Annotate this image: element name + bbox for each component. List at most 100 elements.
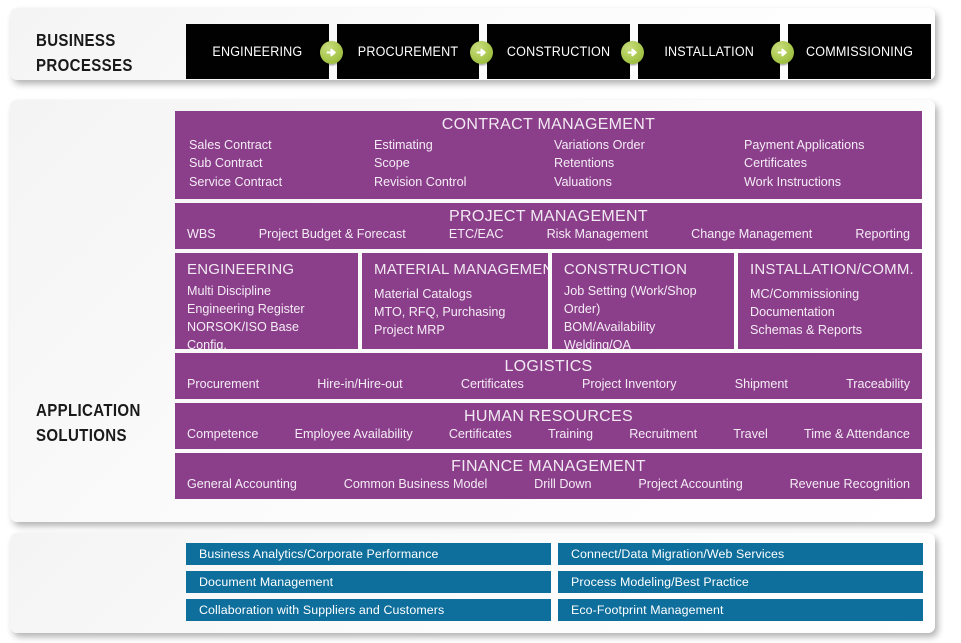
support-item-process-modeling[interactable]: Process Modeling/Best Practice [558,571,923,593]
module-item: Welding/QA [563,337,631,349]
module-logistics[interactable]: LOGISTICS Procurement Hire-in/Hire-out C… [175,352,935,399]
process-step-construction[interactable]: CONSTRUCTION [487,24,644,79]
support-item-eco-footprint[interactable]: Eco-Footprint Management [558,599,923,621]
module-item: Retentions [554,156,615,171]
support-item-connect-data-migration[interactable]: Connect/Data Migration/Web Services [558,543,923,565]
module-item: Change Management [691,226,813,241]
process-step-label: COMMISSIONING [806,44,914,59]
module-item: Time & Attendance [803,426,910,441]
process-step-installation[interactable]: INSTALLATION [637,24,795,79]
module-item: Variations Order [554,138,645,152]
module-item: WBS [187,226,216,241]
module-item: Config. [187,337,227,349]
module-item: Project Inventory [582,376,677,391]
module-item: Revision Control [374,174,467,189]
module-finance-management[interactable]: FINANCE MANAGEMENT General Accounting Co… [175,452,935,499]
process-step-label: INSTALLATION [664,44,754,59]
module-item: Project MRP [374,322,445,337]
module-item: Shipment [734,376,788,391]
module-title: PROJECT MANAGEMENT [449,207,648,225]
module-item: Engineering Register [187,301,305,316]
module-title: FINANCE MANAGEMENT [451,457,646,475]
application-solutions-panel: APPLICATION SOLUTIONS CONTRACT MANAGEMEN… [10,100,935,522]
module-item: Drill Down [534,476,592,491]
module-material-management[interactable]: MATERIAL MANAGEMENT Material Catalogs MT… [362,252,548,349]
module-title: ENGINEERING [187,260,295,278]
support-processes-grid: Business Analytics/Corporate Performance… [186,543,923,621]
module-item: General Accounting [187,476,297,491]
module-contract-management[interactable]: CONTRACT MANAGEMENT Sales Contract Sub C… [175,111,935,199]
module-quad-row: ENGINEERING Multi Discipline Engineering… [175,252,922,349]
arrow-right-icon [319,40,343,64]
module-item: Service Contract [189,174,283,189]
module-item: Reporting [855,226,910,241]
module-construction[interactable]: CONSTRUCTION Job Setting (Work/Shop Orde… [551,252,735,349]
process-step-engineering[interactable]: ENGINEERING [186,24,343,79]
support-processes-panel: SUPPORT PROCESSES Business Analytics/Cor… [10,533,935,633]
process-step-label: PROCUREMENT [357,44,459,59]
module-title: MATERIAL MANAGEMENT [374,260,548,278]
arrow-right-icon [620,40,644,64]
module-item: Revenue Recognition [789,476,910,491]
module-item: Order) [563,301,601,316]
module-item: Risk Management [546,226,649,241]
module-item: Schemas & Reports [750,322,863,337]
module-item: Competence [187,426,259,441]
module-project-management[interactable]: PROJECT MANAGEMENT WBS Project Budget & … [175,202,935,249]
module-item: Estimating [374,138,433,152]
module-item-column: Payment Applications Certificates Work I… [744,136,935,191]
clipped-overflow-text: Ga [922,229,935,244]
module-title: INSTALLATION/COMM. [750,260,914,278]
business-processes-panel: BUSINESS PROCESSES ENGINEERING PROCUREME… [10,8,935,80]
module-human-resources[interactable]: HUMAN RESOURCES Competence Employee Avai… [175,402,935,449]
clipped-overflow-text: endance [922,429,935,444]
module-item: Employee Availability [294,426,413,441]
module-item-column: Variations Order Retentions Valuations [554,136,744,191]
module-item: Procurement [187,376,260,391]
arrow-right-icon [470,40,494,64]
module-item: Sub Contract [189,156,263,171]
module-item: Project Accounting [638,476,743,491]
module-title: HUMAN RESOURCES [464,407,633,425]
support-item-document-management[interactable]: Document Management [186,571,551,593]
module-title: CONSTRUCTION [563,260,688,278]
module-item: Material Catalogs [374,286,473,301]
module-item: Project Budget & Forecast [258,226,406,241]
module-item: NORSOK/ISO Base [187,319,299,334]
module-item: MC/Commissioning [750,286,860,301]
module-title: CONTRACT MANAGEMENT [441,116,656,133]
business-process-flow: ENGINEERING PROCUREMENT CONSTRUCTION INS… [186,24,931,79]
process-step-commissioning[interactable]: COMMISSIONING [788,24,931,79]
module-item: Certificates [448,426,512,441]
module-item: Traceability [846,376,910,391]
module-item: Common Business Model [343,476,488,491]
support-item-business-analytics[interactable]: Business Analytics/Corporate Performance [186,543,551,565]
module-item: Certificates [744,156,807,171]
module-engineering[interactable]: ENGINEERING Multi Discipline Engineering… [175,252,359,349]
process-step-label: ENGINEERING [212,44,303,59]
module-item: Work Instructions [744,174,842,189]
module-title: LOGISTICS [504,357,593,375]
arrow-right-icon [771,40,795,64]
clipped-overflow-text: cognition [922,479,935,494]
module-item: Scope [374,156,410,171]
support-column-left: Business Analytics/Corporate Performance… [186,543,551,621]
application-modules-stack: CONTRACT MANAGEMENT Sales Contract Sub C… [175,111,935,503]
module-item: Certificates [460,376,524,391]
module-item: Recruitment [629,426,698,441]
support-column-right: Connect/Data Migration/Web Services Proc… [558,543,923,621]
module-item: MTO, RFQ, Purchasing [374,304,506,319]
process-step-procurement[interactable]: PROCUREMENT [336,24,494,79]
application-solutions-label: APPLICATION SOLUTIONS [36,400,141,446]
support-item-collaboration[interactable]: Collaboration with Suppliers and Custome… [186,599,551,621]
module-item: Sales Contract [189,138,272,152]
module-item: Documentation [750,304,835,319]
module-item-column: Sales Contract Sub Contract Service Cont… [175,136,374,191]
module-item: Valuations [554,174,612,189]
module-installation-commissioning[interactable]: INSTALLATION/COMM. MC/Commissioning Docu… [738,252,922,349]
module-item: ETC/EAC [448,226,504,241]
module-item: Hire-in/Hire-out [317,376,403,391]
module-item-column: Estimating Scope Revision Control [374,136,554,191]
module-item: Multi Discipline [187,283,271,298]
module-item: Job Setting (Work/Shop [563,283,697,298]
